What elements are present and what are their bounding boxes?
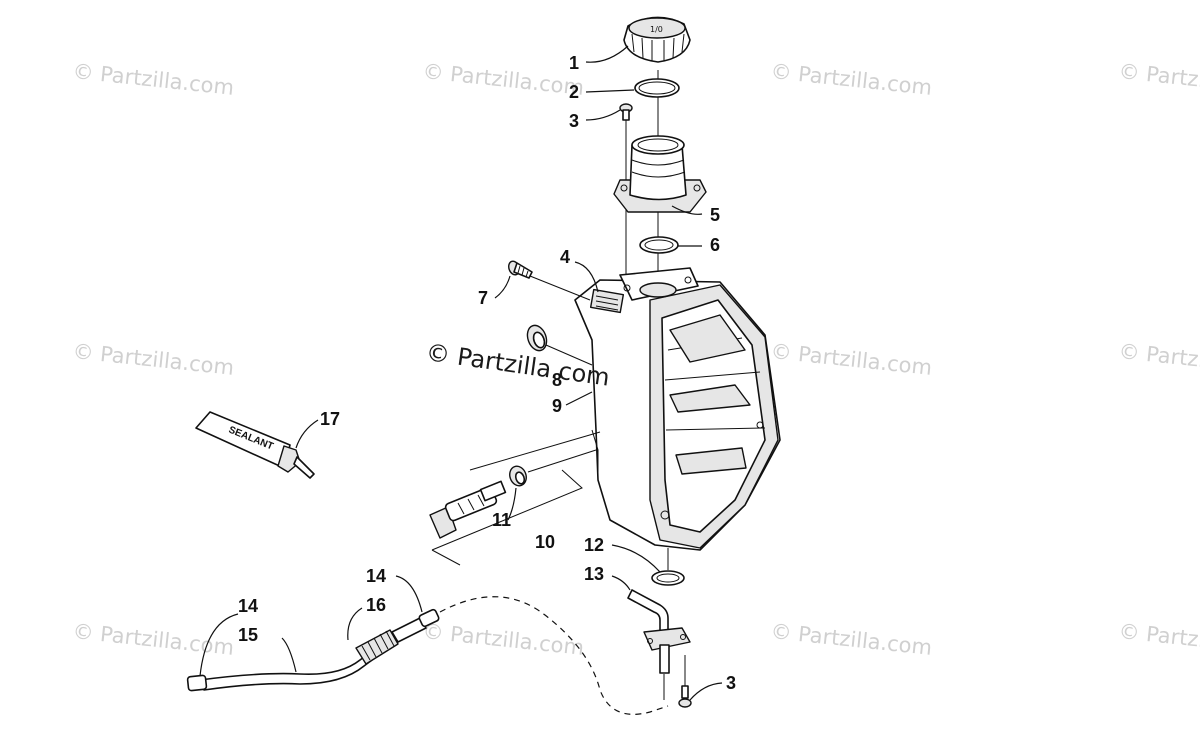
- callout-13[interactable]: 13: [584, 564, 604, 584]
- watermark: © Partzilla.com: [769, 619, 933, 660]
- callout-1[interactable]: 1: [569, 53, 579, 73]
- alignment-line: [545, 344, 593, 366]
- watermark: © Partzilla.com: [71, 339, 235, 380]
- grommet-8[interactable]: [524, 323, 550, 354]
- callout-9[interactable]: 9: [552, 396, 562, 416]
- watermark: © Partzilla.com: [421, 619, 585, 660]
- watermark: © Partzilla.com: [71, 619, 235, 660]
- callout-15[interactable]: 15: [238, 625, 258, 645]
- alignment-line: [529, 275, 591, 301]
- callout-10[interactable]: 10: [535, 532, 555, 552]
- watermark: © Partzilla.com: [421, 59, 585, 100]
- leader-lines: [199, 45, 723, 701]
- callout-3[interactable]: 3: [726, 673, 736, 693]
- fuel-tank[interactable]: [574, 267, 781, 551]
- callout-4[interactable]: 4: [560, 247, 570, 267]
- callout-2[interactable]: 2: [569, 82, 579, 102]
- alignment-line: [527, 449, 597, 473]
- callout-7[interactable]: 7: [478, 288, 488, 308]
- callout-16[interactable]: 16: [366, 595, 386, 615]
- fuel-hose-assembly[interactable]: [186, 608, 440, 692]
- watermark: © Partzilla.com: [1117, 59, 1200, 100]
- assembly-bracket: [431, 431, 601, 566]
- callout-17[interactable]: 17: [320, 409, 340, 429]
- callout-14[interactable]: 14: [366, 566, 386, 586]
- screw-3-top[interactable]: [619, 103, 633, 121]
- sealant-tube[interactable]: SEALANT: [195, 411, 315, 479]
- watermark-main: © Partzilla.com: [424, 338, 611, 392]
- callout-14[interactable]: 14: [238, 596, 258, 616]
- watermark: © Partzilla.com: [1117, 619, 1200, 660]
- callout-5[interactable]: 5: [710, 205, 720, 225]
- svg-text:1/0: 1/0: [650, 25, 663, 34]
- callout-8[interactable]: 8: [552, 370, 562, 390]
- watermark: © Partzilla.com: [769, 339, 933, 380]
- watermark: © Partzilla.com: [769, 59, 933, 100]
- callout-11[interactable]: 11: [492, 510, 511, 530]
- callout-6[interactable]: 6: [710, 235, 720, 255]
- callouts: 1 2 3 4 5 6 7 8 9 10 11 12 13 14 14 15 1…: [238, 53, 736, 693]
- fuel-valve-10[interactable]: [429, 480, 507, 539]
- callout-3[interactable]: 3: [569, 111, 579, 131]
- bolt-7[interactable]: [507, 260, 533, 279]
- fitting-11[interactable]: [507, 464, 529, 488]
- filler-neck[interactable]: [613, 135, 707, 213]
- watermark: © Partzilla.com: [1117, 339, 1200, 380]
- callout-12[interactable]: 12: [584, 535, 604, 555]
- hose-route-dashed: [439, 596, 669, 715]
- o-ring-6[interactable]: [639, 236, 679, 254]
- fuel-cap[interactable]: 1/0: [623, 16, 691, 63]
- screw-3-bottom[interactable]: [678, 685, 692, 708]
- outlet-pipe-13[interactable]: [627, 589, 691, 674]
- watermark: © Partzilla.com: [71, 59, 235, 100]
- o-ring-12[interactable]: [651, 570, 685, 586]
